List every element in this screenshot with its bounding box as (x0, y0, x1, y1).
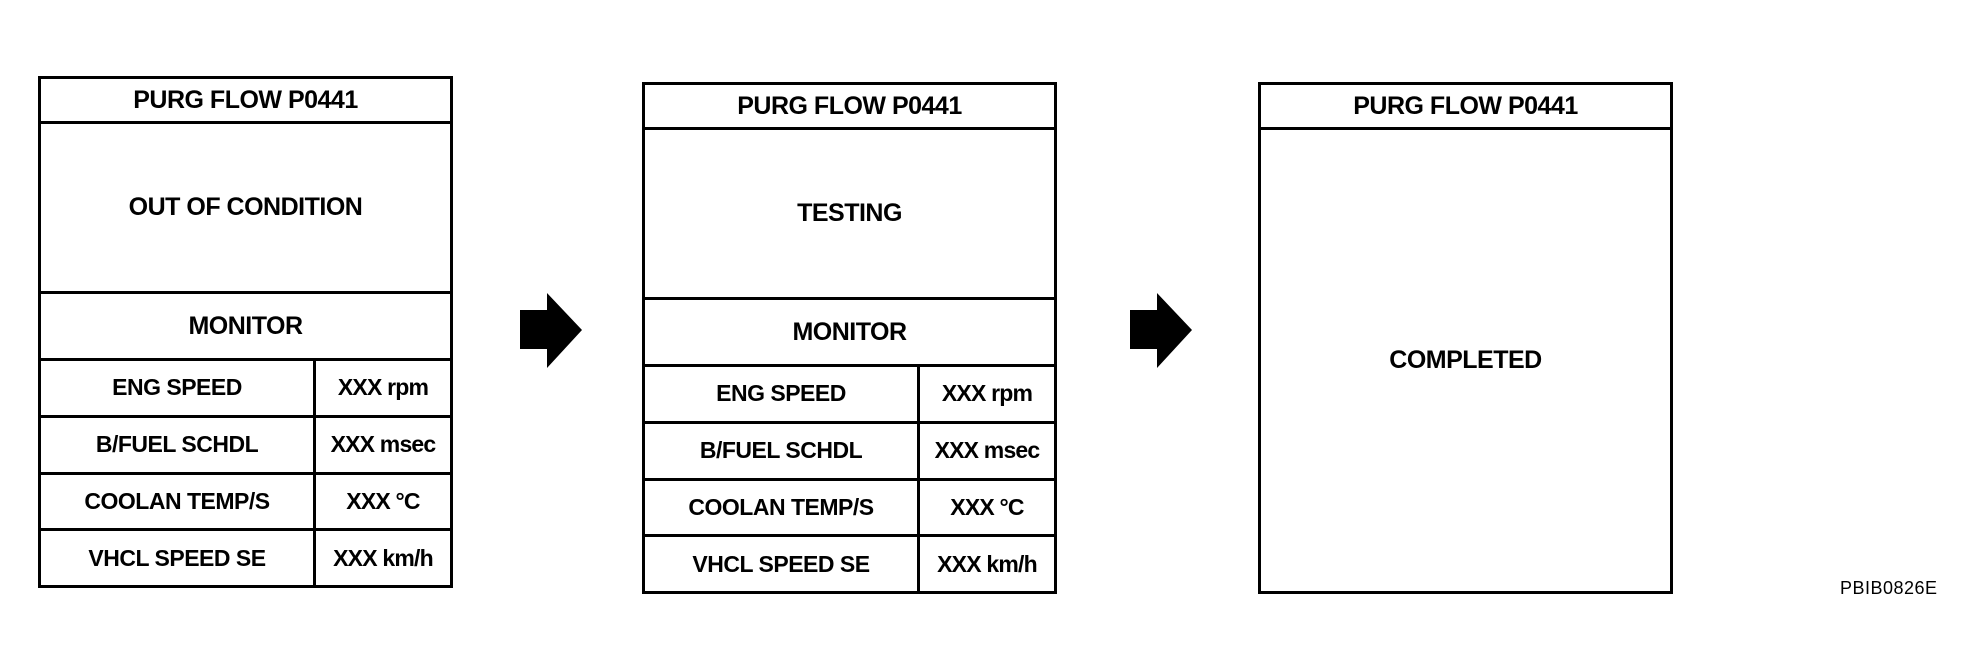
monitor-item-name: COOLAN TEMP/S (645, 480, 920, 535)
monitor-item-value: XXX km/h (937, 550, 1038, 577)
panel-status: COMPLETED (1389, 346, 1542, 374)
screen-panel-testing: PURG FLOW P0441 TESTING MONITOR ENG SPEE… (642, 82, 1057, 594)
monitor-label: MONITOR (645, 300, 1054, 367)
monitor-item-name: B/FUEL SCHDL (41, 417, 316, 472)
monitor-item-value: XXX msec (934, 437, 1041, 464)
table-row: B/FUEL SCHDL XXX msec (41, 417, 450, 475)
monitor-item-name: VHCL SPEED SE (645, 537, 920, 591)
monitor-item-name: ENG SPEED (41, 361, 316, 415)
monitor-item-value: XXX rpm (941, 380, 1033, 407)
table-row: VHCL SPEED SE XXX km/h (645, 537, 1054, 591)
monitor-item-value: XXX rpm (337, 374, 429, 401)
monitor-item-value: XXX °C (950, 493, 1024, 520)
screen-panel-completed: PURG FLOW P0441 COMPLETED (1258, 82, 1673, 594)
monitor-item-name: B/FUEL SCHDL (645, 423, 920, 478)
table-row: COOLAN TEMP/S XXX °C (41, 474, 450, 532)
panel-status: TESTING (645, 130, 1054, 300)
figure-id: PBIB0826E (1840, 578, 1938, 598)
table-row: B/FUEL SCHDL XXX msec (645, 423, 1054, 481)
panel-title: PURG FLOW P0441 (645, 85, 1054, 130)
table-row: ENG SPEED XXX rpm (41, 361, 450, 418)
monitor-item-value: XXX °C (346, 487, 420, 514)
right-arrow-icon (520, 293, 582, 368)
monitor-item-name: ENG SPEED (645, 367, 920, 421)
monitor-item-name: COOLAN TEMP/S (41, 474, 316, 529)
monitor-label: MONITOR (41, 294, 450, 361)
monitor-item-name: VHCL SPEED SE (41, 531, 316, 585)
panel-title: PURG FLOW P0441 (1261, 85, 1670, 130)
panel-status: OUT OF CONDITION (41, 124, 450, 294)
monitor-item-value: XXX msec (330, 431, 437, 458)
table-row: COOLAN TEMP/S XXX °C (645, 480, 1054, 538)
monitor-table: ENG SPEED XXX rpm B/FUEL SCHDL XXX msec … (645, 367, 1054, 591)
table-row: ENG SPEED XXX rpm (645, 367, 1054, 424)
monitor-table: ENG SPEED XXX rpm B/FUEL SCHDL XXX msec … (41, 361, 450, 585)
monitor-item-value: XXX km/h (333, 544, 434, 571)
screen-panel-out-of-condition: PURG FLOW P0441 OUT OF CONDITION MONITOR… (38, 76, 453, 588)
right-arrow-icon (1130, 293, 1192, 368)
table-row: VHCL SPEED SE XXX km/h (41, 531, 450, 585)
panel-title: PURG FLOW P0441 (41, 79, 450, 124)
